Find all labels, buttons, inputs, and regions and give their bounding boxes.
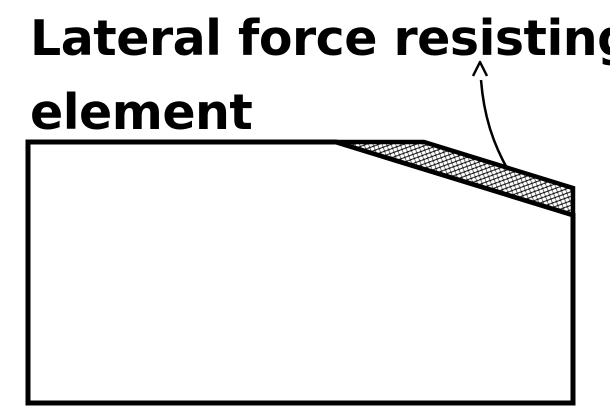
leader-arrowhead [471,60,489,77]
block-outline [25,139,576,406]
diagram-label-line-2: element [30,84,253,141]
diagram-label-line-1: Lateral force resisting [30,10,610,67]
lateral-force-resisting-element [335,139,576,219]
leader-line [479,79,510,171]
